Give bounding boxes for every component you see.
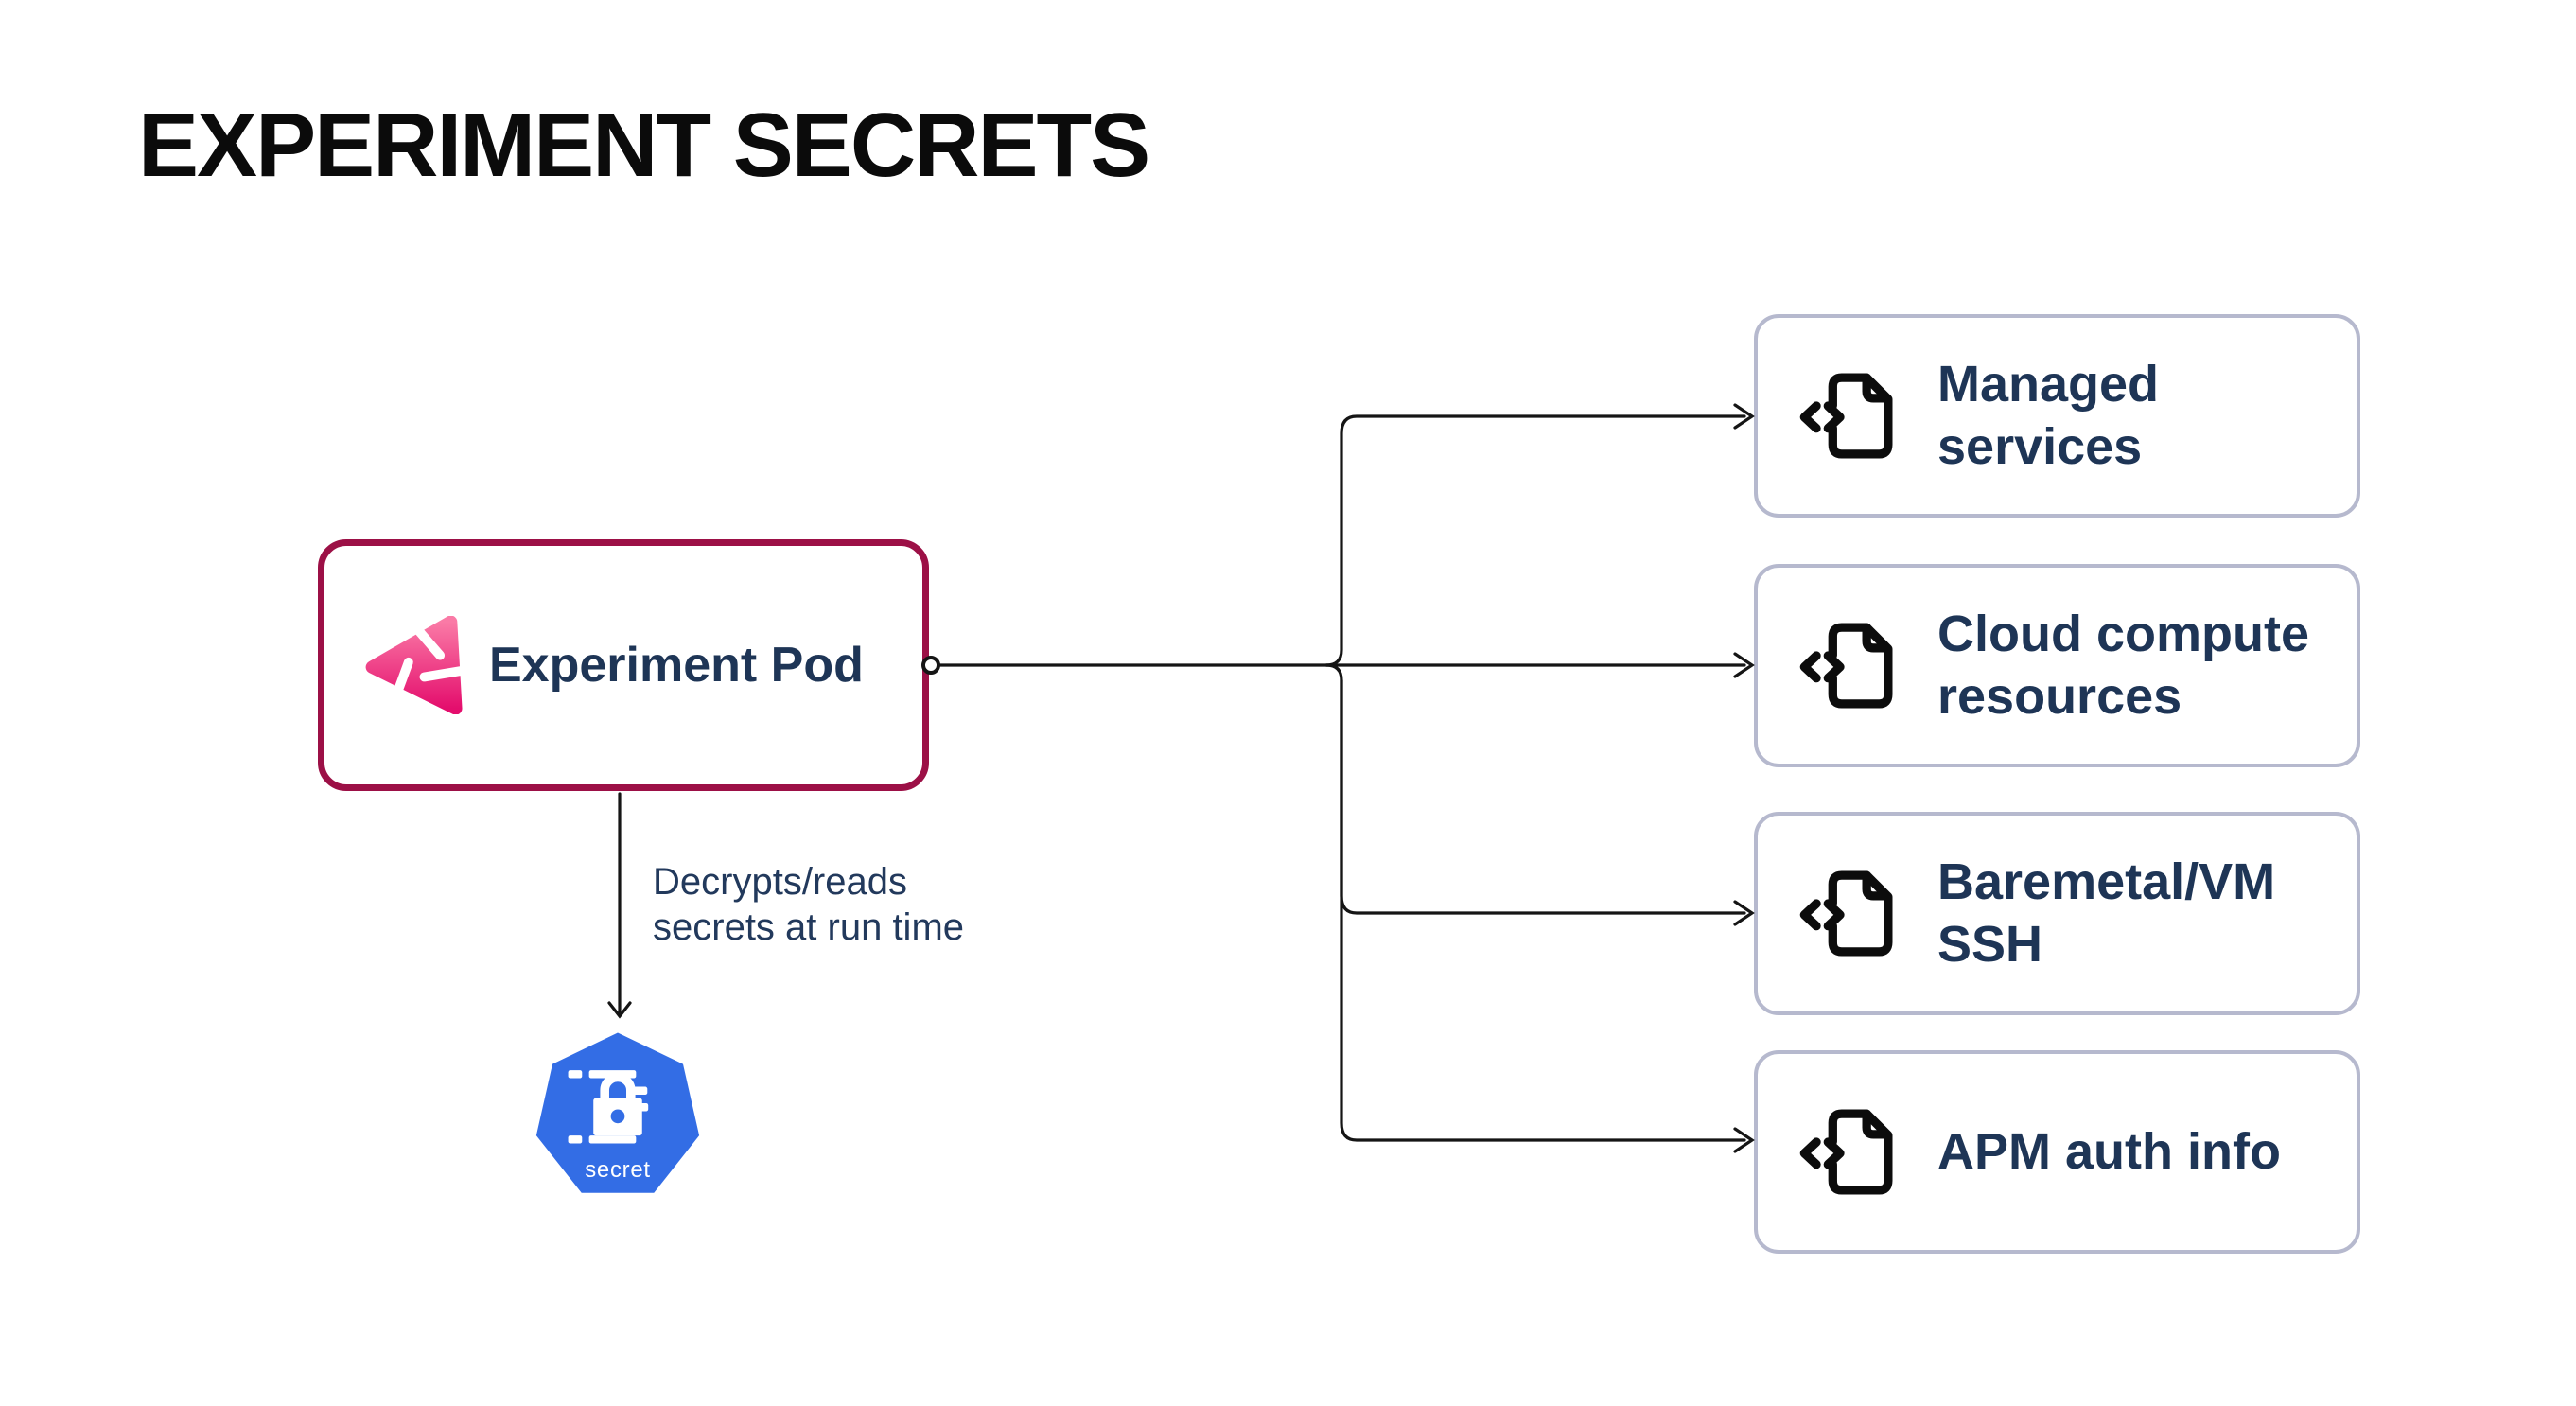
target-label: Baremetal/VM SSH (1937, 852, 2276, 973)
file-code-icon (1799, 1109, 1893, 1195)
lock-shackle (600, 1072, 636, 1099)
edge-pod-to-apm (1340, 678, 1746, 1142)
target-node-managed-services: Managed services (1754, 314, 2360, 518)
edge-annotation: Decrypts/reads secrets at run time (653, 859, 964, 950)
arrowhead (1733, 900, 1755, 926)
target-label: Managed services (1937, 355, 2160, 475)
target-node-cloud-compute: Cloud compute resources (1754, 564, 2360, 767)
edge-pod-to-baremetal (1324, 663, 1746, 915)
arrowhead-down (607, 1001, 632, 1019)
target-label: Cloud compute resources (1937, 605, 2309, 725)
page-title: EXPERIMENT SECRETS (138, 95, 1150, 196)
file-code-icon (1799, 373, 1893, 459)
experiment-pod-node: Experiment Pod (318, 539, 929, 791)
file-code-icon (1799, 870, 1893, 957)
litmuschaos-logo-icon (365, 616, 463, 714)
target-label: APM auth info (1937, 1122, 2281, 1180)
target-node-baremetal-vm-ssh: Baremetal/VM SSH (1754, 812, 2360, 1015)
arrowhead (1733, 403, 1755, 430)
edge-annotation-line1: Decrypts/reads (653, 861, 907, 903)
experiment-pod-label: Experiment Pod (489, 638, 864, 693)
file-code-icon (1799, 623, 1893, 709)
target-node-apm-auth-info: APM auth info (1754, 1050, 2360, 1254)
lock-keyhole (610, 1109, 625, 1124)
secret-node-label: secret (585, 1157, 651, 1183)
edge-pod-to-managed-services (1324, 414, 1746, 667)
arrowhead (1733, 652, 1755, 678)
arrowhead (1733, 1127, 1755, 1153)
edge-annotation-line2: secrets at run time (653, 906, 965, 948)
kubernetes-secret-heptagon-icon: secret (535, 1032, 700, 1193)
